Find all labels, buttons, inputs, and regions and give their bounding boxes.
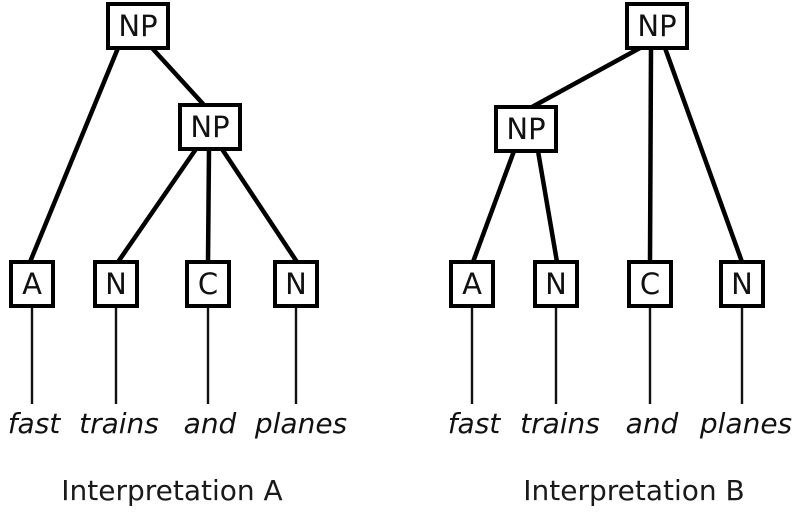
- node-label-a-pos-n1: N: [105, 267, 127, 301]
- node-box-b-pos-c[interactable]: [627, 260, 673, 308]
- node-box-a-np-inner[interactable]: [178, 103, 242, 151]
- branch-a-root-to-np: [150, 46, 206, 107]
- branch-a-np-to-n2: [220, 147, 299, 264]
- node-label-b-pos-c: C: [640, 267, 660, 301]
- caption-interpretation-a: Interpretation A: [61, 474, 282, 507]
- word-b-word-and: and: [626, 407, 679, 440]
- node-label-b-pos-n1: N: [545, 267, 567, 301]
- branch-b-root-to-c: [647, 47, 654, 263]
- word-a-word-and: and: [184, 407, 237, 440]
- node-label-b-np-root: NP: [637, 9, 676, 43]
- branch-a-np-to-c: [205, 148, 212, 263]
- node-label-a-pos-c: C: [198, 267, 218, 301]
- node-box-a-pos-c[interactable]: [185, 260, 231, 308]
- node-box-a-np-root[interactable]: [106, 2, 170, 50]
- word-a-word-planes: planes: [254, 407, 347, 440]
- node-box-a-pos-n1[interactable]: [93, 260, 139, 308]
- branch-b-root-to-n2: [662, 47, 745, 263]
- caption-interpretation-b: Interpretation B: [523, 474, 745, 507]
- node-box-b-np-inner[interactable]: [494, 105, 558, 153]
- node-label-a-pos-a: A: [22, 267, 42, 301]
- node-label-b-pos-n2: N: [731, 267, 753, 301]
- node-label-a-np-root: NP: [118, 9, 157, 43]
- node-box-b-pos-a[interactable]: [449, 260, 495, 308]
- node-box-a-pos-a[interactable]: [9, 260, 55, 308]
- word-b-word-trains: trains: [520, 407, 600, 440]
- node-box-a-pos-n2[interactable]: [273, 260, 319, 308]
- branch-a-root-to-a: [27, 47, 121, 263]
- word-a-word-trains: trains: [79, 407, 159, 440]
- node-box-b-np-root[interactable]: [625, 2, 689, 50]
- branch-a-np-to-n1: [116, 147, 198, 264]
- node-label-a-pos-n2: N: [285, 267, 307, 301]
- word-b-word-planes: planes: [699, 407, 792, 440]
- word-b-word-fast: fast: [448, 407, 502, 440]
- node-label-a-np-inner: NP: [190, 110, 229, 144]
- branch-b-np-to-n1: [535, 150, 560, 263]
- node-label-b-np-inner: NP: [506, 112, 545, 146]
- node-box-b-pos-n1[interactable]: [533, 260, 579, 308]
- branch-b-root-to-np: [530, 46, 642, 109]
- node-label-b-pos-a: A: [462, 267, 482, 301]
- branch-b-np-to-a: [470, 150, 517, 263]
- word-a-word-fast: fast: [8, 407, 62, 440]
- node-box-b-pos-n2[interactable]: [719, 260, 765, 308]
